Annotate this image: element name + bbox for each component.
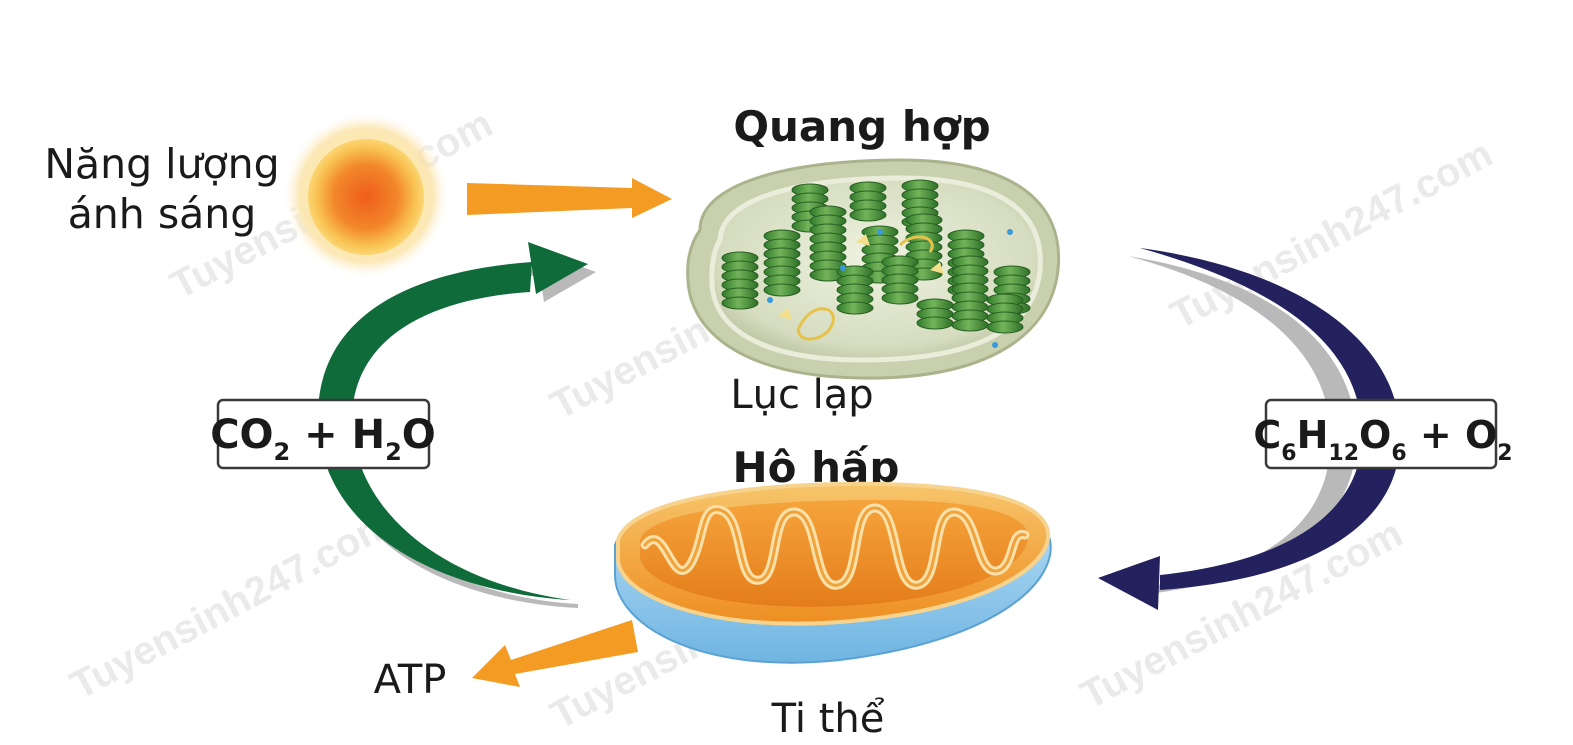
granum-stack (836, 265, 874, 315)
photosynthesis-title: Quang hợp (733, 102, 990, 151)
light-arrow (467, 178, 672, 218)
light-energy-label-line1: Năng lượng (44, 140, 279, 188)
glucose-oxygen-box: C6H12O6 + O2 (1253, 398, 1513, 470)
glucose-oxygen-cycle-arrow (1098, 248, 1401, 610)
granum-stack (809, 205, 847, 282)
mitochondrion-label: Ti thể (771, 696, 885, 742)
granum-stack (849, 181, 887, 222)
watermark-text: Tuyensinh247.com (1074, 511, 1410, 718)
light-energy-label-line2: ánh sáng (68, 190, 257, 238)
glucose-oxygen-formula: C6H12O6 + O2 (1253, 413, 1512, 466)
watermark-text: Tuyensinh247.com (64, 501, 400, 708)
chloroplast-label: Lục lạp (730, 372, 873, 418)
granum-stack (881, 255, 919, 305)
granum-stack (986, 293, 1024, 334)
co2-water-formula: CO2 + H2O (210, 412, 436, 466)
co2-water-box: CO2 + H2O (210, 398, 436, 470)
co2-water-cycle-arrow (317, 242, 596, 608)
watermark-text: Tuyensinh247.com (1164, 131, 1500, 338)
granum-stack (916, 298, 954, 330)
sun-icon (282, 111, 450, 279)
atp-label: ATP (374, 657, 447, 703)
granum-stack (721, 251, 759, 310)
atp-arrow (472, 620, 638, 687)
granum-stack (951, 255, 989, 332)
mitochondrion-illustration (614, 481, 1052, 664)
chloroplast-illustration (686, 158, 1061, 380)
granum-stack (763, 229, 801, 297)
